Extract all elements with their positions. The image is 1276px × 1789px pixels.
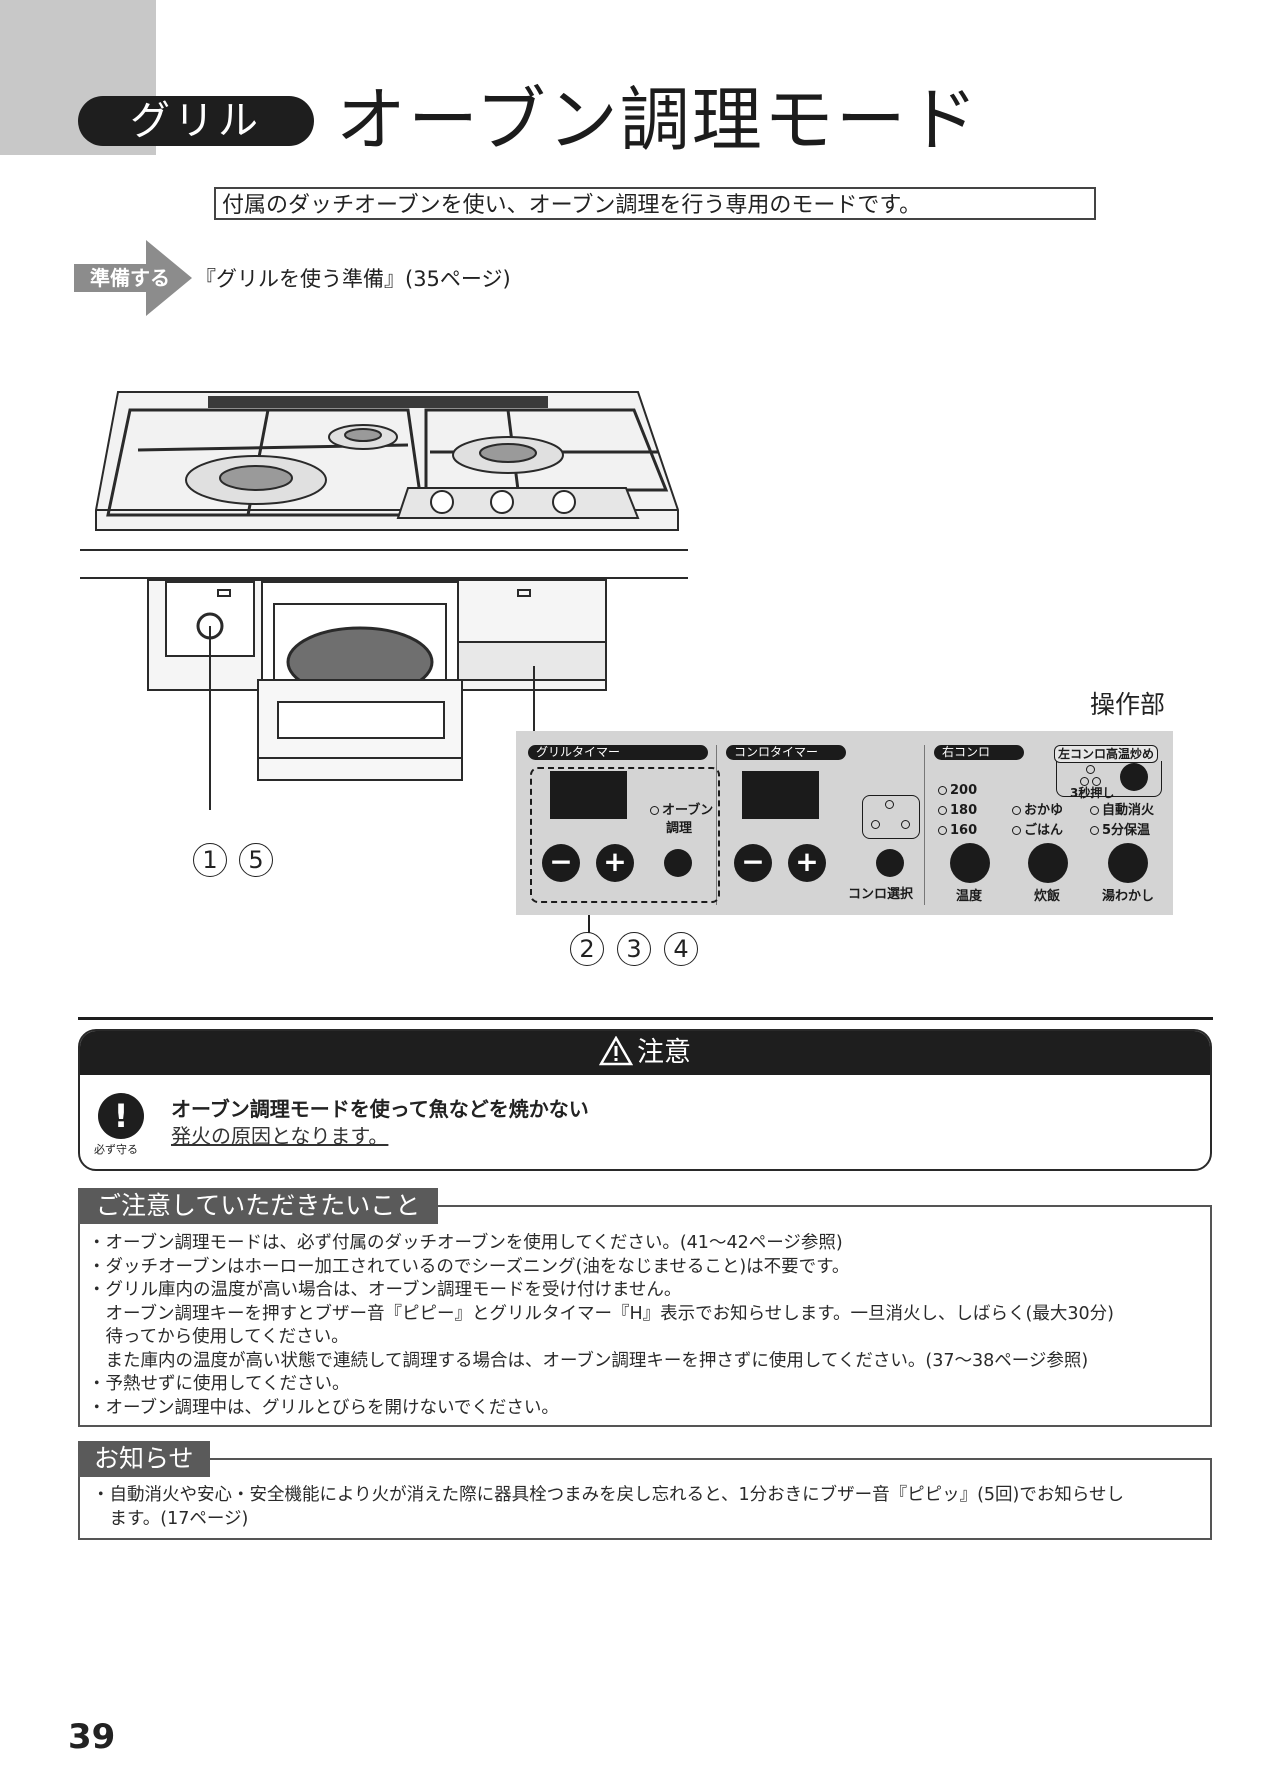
oven-lamp-icon <box>650 806 659 815</box>
section-rule <box>78 1017 1213 1020</box>
left-high-temp-label: 左コンロ高温炒め <box>1054 745 1159 763</box>
caution-title: 注意 <box>637 1037 691 1068</box>
left-high-temp-button[interactable] <box>1120 763 1148 791</box>
list-item: ・自動消火や安心・安全機能により火が消えた際に器具栓つまみを戻し忘れると、1分お… <box>92 1485 1125 1505</box>
prep-arrow-icon <box>74 240 192 316</box>
info-box <box>78 1458 1212 1540</box>
intro-box: 付属のダッチオーブンを使い、オーブン調理を行う専用のモードです。 <box>214 187 1096 220</box>
control-panel: グリルタイマー コンロタイマー 右コンロ 左コンロ高温炒め − + オーブン 調… <box>516 731 1173 915</box>
callout-3: 3 <box>617 932 651 966</box>
grill-timer-plus-button[interactable]: + <box>596 844 634 882</box>
auto-off-lamp: 自動消火 <box>1090 803 1154 819</box>
high-temp-lamp-icon <box>1092 777 1101 786</box>
notes-box <box>78 1205 1212 1427</box>
list-item: オーブン調理キーを押すとブザー音『ピピー』とグリルタイマー『H』表示でお知らせし… <box>88 1303 1114 1324</box>
prep-label: 準備する <box>90 266 170 290</box>
temp-160-lamp: 160 <box>938 823 977 839</box>
panel-separator <box>924 745 925 905</box>
mandatory-icon: ! <box>98 1093 144 1139</box>
grill-timer-minus-button[interactable]: − <box>542 844 580 882</box>
rice-cook-label: 炊飯 <box>1034 889 1061 904</box>
panel-title: 操作部 <box>1090 690 1166 719</box>
page-number: 39 <box>68 1717 116 1757</box>
stove-illustration <box>80 391 688 810</box>
temperature-button[interactable] <box>950 843 990 883</box>
callout-leader-line <box>588 915 590 933</box>
list-item: ・グリル庫内の温度が高い場合は、オーブン調理モードを受け付けません。 <box>88 1280 682 1300</box>
high-temp-lamp-icon <box>1086 765 1095 774</box>
oven-lamp-label: オーブン <box>650 803 713 819</box>
three-sec-label: 3秒押し <box>1070 786 1115 800</box>
rice-cook-button[interactable] <box>1028 843 1068 883</box>
mandatory-label: 必ず守る <box>94 1143 138 1156</box>
notes-title: ご注意していただきたいこと <box>78 1188 439 1224</box>
notes-list: ・オーブン調理モードは、必ず付属のダッチオーブンを使用してください。(41〜42… <box>88 1232 1114 1420</box>
right-konro-header: 右コンロ <box>934 745 1024 760</box>
list-item: また庫内の温度が高い状態で連続して調理する場合は、オーブン調理キーを押さずに使用… <box>88 1350 1089 1371</box>
callout-2: 2 <box>570 932 604 966</box>
callout-4: 4 <box>664 932 698 966</box>
boil-water-label: 湯わかし <box>1102 889 1155 904</box>
konro-select-indicator-icon <box>862 795 920 839</box>
temperature-label: 温度 <box>956 889 983 904</box>
page-title: オーブン調理モード <box>336 79 980 161</box>
konro-select-button[interactable] <box>876 849 904 877</box>
callout-5: 5 <box>239 843 273 877</box>
list-item: ・ダッチオーブンはホーロー加工されているのでシーズニング(油をなじませること)は… <box>88 1256 850 1277</box>
grill-timer-header: グリルタイマー <box>528 745 708 760</box>
list-item: ・予熱せずに使用してください。 <box>88 1374 350 1394</box>
panel-separator <box>716 745 717 905</box>
list-item: 待ってから使用してください。 <box>88 1327 349 1347</box>
caution-box: 注意 ! 必ず守る オーブン調理モードを使って魚などを焼かない 発火の原因となり… <box>78 1029 1212 1171</box>
left-high-temp-group <box>1056 761 1162 797</box>
callout-1: 1 <box>193 843 227 877</box>
konro-timer-header: コンロタイマー <box>726 745 846 760</box>
temp-200-lamp: 200 <box>938 783 977 799</box>
konro-select-label: コンロ選択 <box>848 887 914 902</box>
warning-triangle-icon <box>598 1035 634 1066</box>
konro-timer-display <box>742 771 819 819</box>
konro-timer-plus-button[interactable]: + <box>788 844 826 882</box>
high-temp-lamp-icon <box>1080 777 1089 786</box>
prep-reference: 『グリルを使う準備』(35ページ) <box>195 267 511 291</box>
oven-cook-button[interactable] <box>664 849 692 877</box>
list-item: ・オーブン調理中は、グリルとびらを開けないでください。 <box>88 1397 559 1418</box>
info-title: お知らせ <box>78 1441 210 1477</box>
konro-timer-minus-button[interactable]: − <box>734 844 772 882</box>
boil-water-button[interactable] <box>1108 843 1148 883</box>
caution-sub-text: 発火の原因となります。 <box>171 1124 389 1148</box>
gohan-lamp: ごはん <box>1012 823 1063 839</box>
grill-timer-display <box>550 771 627 819</box>
grill-timer-group <box>530 767 720 903</box>
caution-header: 注意 <box>80 1031 1210 1075</box>
temp-180-lamp: 180 <box>938 803 977 819</box>
oven-label-2: 調理 <box>666 821 693 836</box>
list-item: ・オーブン調理モードは、必ず付属のダッチオーブンを使用してください。(41〜42… <box>88 1233 843 1253</box>
list-item: ます。(17ページ) <box>92 1508 249 1529</box>
okayu-lamp: おかゆ <box>1012 803 1063 819</box>
mode-pill: グリル <box>78 96 314 146</box>
keep-warm-lamp: 5分保温 <box>1090 823 1150 839</box>
caution-main-text: オーブン調理モードを使って魚などを焼かない <box>171 1097 589 1121</box>
info-list: ・自動消火や安心・安全機能により火が消えた際に器具栓つまみを戻し忘れると、1分お… <box>92 1484 1124 1531</box>
